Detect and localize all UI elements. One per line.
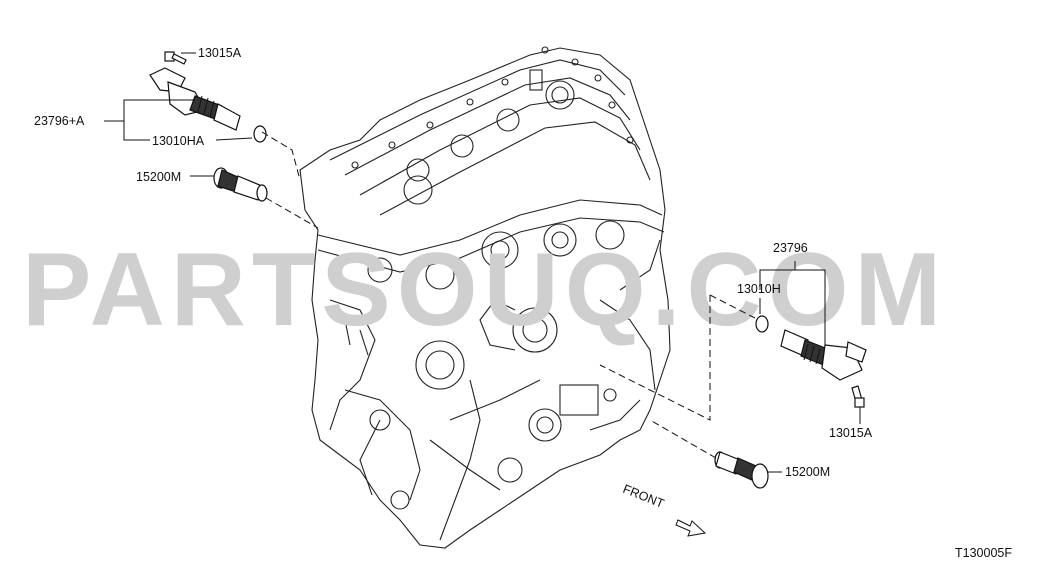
bolt-right-part	[851, 385, 865, 408]
plug-left-part	[213, 167, 268, 202]
callout-oring-left: 13010HA	[152, 134, 205, 148]
oring-left-part	[253, 125, 267, 143]
oring-right-part	[755, 315, 769, 333]
engine-block-drawing	[299, 46, 671, 549]
callout-plug-left: 15200M	[136, 170, 181, 184]
watermark-text: PARTSOUQ.COM	[22, 232, 947, 348]
front-arrow-icon	[675, 519, 707, 537]
bolt-left-part	[164, 51, 187, 65]
front-direction: FRONT	[621, 482, 707, 537]
diagram-code: T130005F	[955, 546, 1012, 560]
callout-bolt-left: 13015A	[198, 46, 242, 60]
front-label: FRONT	[621, 482, 666, 511]
callout-plug-right: 15200M	[785, 465, 830, 479]
callout-oring-right: 13010H	[737, 282, 781, 296]
callout-solenoid-left: 23796+A	[34, 114, 85, 128]
callout-bolt-right: 13015A	[829, 426, 873, 440]
callout-solenoid-right: 23796	[773, 241, 808, 255]
solenoid-right-part	[780, 329, 867, 381]
plug-right-part	[714, 451, 769, 489]
solenoid-left-part	[149, 67, 241, 131]
